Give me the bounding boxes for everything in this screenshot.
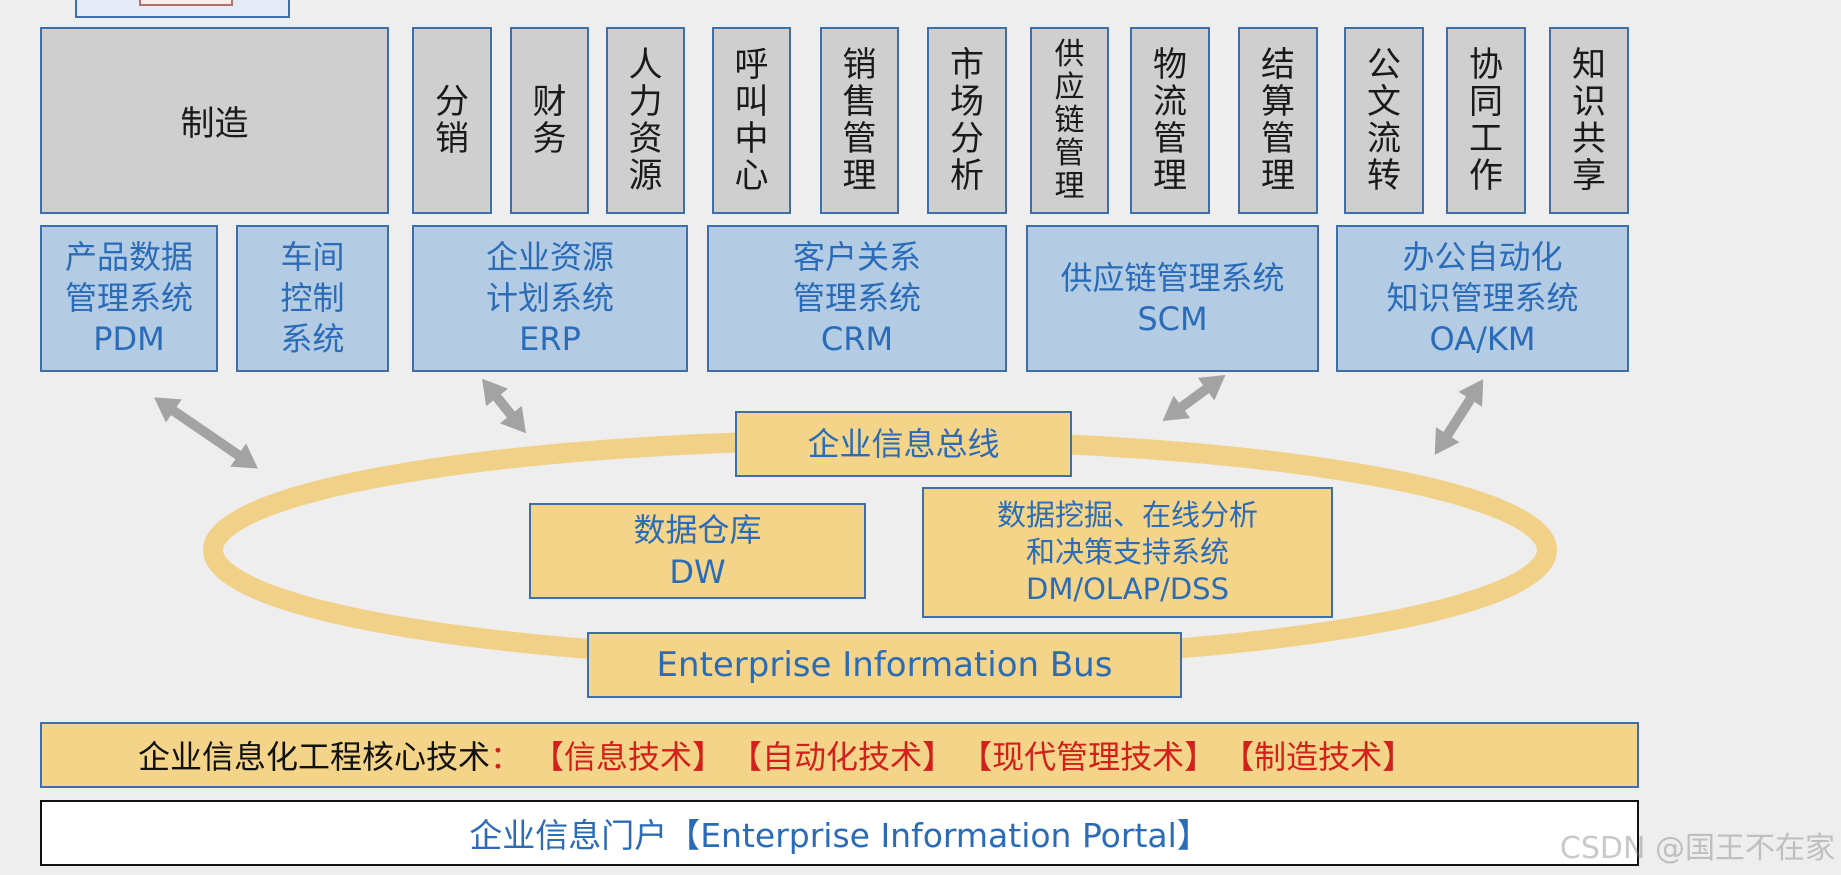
core-tech-item-manufacturing: 【制造技术】 bbox=[1222, 738, 1415, 776]
dm-olap-dss-box: 数据挖掘、在线分析 和决策支持系统 DM/OLAP/DSS bbox=[922, 487, 1333, 618]
function-box-supply-chain: 供应链管理 bbox=[1030, 27, 1109, 214]
core-tech-label: 企业信息化工程核心技术 bbox=[138, 738, 491, 776]
core-tech-item-automation: 【自动化技术】 bbox=[730, 738, 955, 776]
bus-title-cn: 企业信息总线 bbox=[735, 411, 1072, 477]
system-box-scm: 供应链管理系统 SCM bbox=[1026, 225, 1319, 372]
arrow-erp bbox=[482, 378, 526, 434]
function-box-knowledge-sharing: 知识共享 bbox=[1549, 27, 1629, 214]
function-box-logistics: 物流管理 bbox=[1130, 27, 1210, 214]
function-box-collaboration: 协同工作 bbox=[1446, 27, 1526, 214]
core-tech-item-management: 【现代管理技术】 bbox=[960, 738, 1217, 776]
arrows bbox=[154, 374, 1484, 469]
system-box-oa-km: 办公自动化 知识管理系统 OA/KM bbox=[1336, 225, 1629, 372]
portal-bar: 企业信息门户【Enterprise Information Portal】 bbox=[40, 800, 1639, 866]
arrow-pdm bbox=[154, 397, 258, 469]
function-box-market-analysis: 市场分析 bbox=[927, 27, 1007, 214]
function-box-settlement: 结算管理 bbox=[1238, 27, 1318, 214]
data-warehouse-box: 数据仓库 DW bbox=[529, 503, 866, 599]
top-image-fragment bbox=[75, 0, 290, 18]
system-box-crm: 客户关系 管理系统 CRM bbox=[707, 225, 1007, 372]
manufacturing-box: 制造 bbox=[40, 27, 389, 214]
core-tech-bar: 企业信息化工程核心技术 ： 【信息技术】 【自动化技术】 【现代管理技术】 【制… bbox=[40, 722, 1639, 788]
bus-title-en: Enterprise Information Bus bbox=[587, 632, 1182, 698]
system-box-pdm: 产品数据 管理系统 PDM bbox=[40, 225, 218, 372]
function-box-call-center: 呼叫中心 bbox=[712, 27, 791, 214]
function-box-document-flow: 公文流转 bbox=[1344, 27, 1424, 214]
watermark: CSDN @国王不在家 bbox=[1559, 831, 1835, 866]
function-box-hr: 人力资源 bbox=[606, 27, 685, 214]
function-box-distribution: 分销 bbox=[412, 27, 492, 214]
system-box-shop-floor: 车间 控制 系统 bbox=[236, 225, 389, 372]
arrow-oakm bbox=[1434, 379, 1484, 455]
core-tech-item-info: 【信息技术】 bbox=[532, 738, 725, 776]
core-tech-colon: ： bbox=[490, 738, 523, 776]
system-box-erp: 企业资源 计划系统 ERP bbox=[412, 225, 688, 372]
function-box-finance: 财务 bbox=[510, 27, 589, 214]
arrow-scm bbox=[1162, 374, 1226, 422]
function-box-sales: 销售管理 bbox=[820, 27, 899, 214]
